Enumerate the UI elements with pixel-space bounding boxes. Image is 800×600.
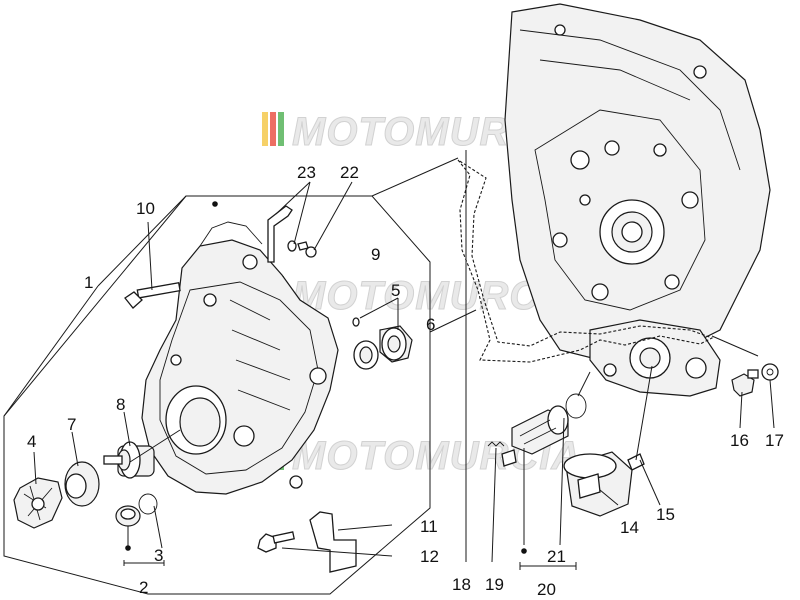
- washer-17: [761, 363, 779, 381]
- callout-18: 18: [452, 575, 471, 594]
- callout-9: 9: [371, 245, 380, 264]
- callout-17: 17: [765, 431, 784, 450]
- callout-10: 10: [136, 199, 155, 218]
- gasket: [457, 159, 714, 363]
- callout-20: 20: [537, 580, 556, 599]
- callout-3: 3: [154, 546, 163, 565]
- stud-15: [627, 453, 645, 471]
- bolt-10: [124, 282, 181, 309]
- callout-6: 6: [426, 315, 435, 334]
- engine-crankcase: [504, 3, 771, 397]
- assembly-marker-dot: [212, 201, 218, 207]
- plug-19: [501, 449, 517, 467]
- bolt-22: [287, 240, 317, 258]
- plug-3: [115, 493, 158, 527]
- callout-4: 4: [27, 432, 36, 451]
- leader-lines: [3, 150, 775, 570]
- marker-dot-3: [125, 545, 131, 551]
- callout-5: 5: [391, 281, 400, 300]
- marker-dot-20: [521, 548, 527, 554]
- callout-23: 23: [297, 163, 316, 182]
- o-ring-6: [352, 317, 360, 327]
- callout-7: 7: [67, 415, 76, 434]
- callout-22: 22: [340, 163, 359, 182]
- callout-21: 21: [547, 547, 566, 566]
- callout-19: 19: [485, 575, 504, 594]
- flywheel-cover: [141, 221, 339, 495]
- bracket-11: [309, 511, 357, 573]
- water-pump-shaft-8: [103, 441, 155, 479]
- assembly-outline: [3, 195, 431, 595]
- callout-16: 16: [730, 431, 749, 450]
- callout-labels: 1 2 3 4 5 6 7 8 9 10 11 12 14 15 16 17 1…: [27, 163, 784, 599]
- bolt-12: [257, 531, 295, 553]
- callout-8: 8: [116, 395, 125, 414]
- callout-14: 14: [620, 518, 639, 537]
- seal-6: [353, 340, 379, 370]
- callout-12: 12: [420, 547, 439, 566]
- filter-21: [511, 405, 569, 455]
- bearing-5: [379, 325, 413, 363]
- bracket-23: [267, 205, 293, 263]
- sensor-16: [731, 369, 759, 397]
- callout-15: 15: [656, 505, 675, 524]
- seal-7: [64, 461, 100, 507]
- spring-18: [487, 441, 505, 447]
- callout-11: 11: [420, 517, 438, 536]
- oil-filter-14: [563, 451, 633, 517]
- callout-2: 2: [139, 578, 148, 597]
- callout-1: 1: [84, 273, 93, 292]
- o-ring-21: [565, 393, 587, 419]
- impeller-4: [13, 477, 63, 529]
